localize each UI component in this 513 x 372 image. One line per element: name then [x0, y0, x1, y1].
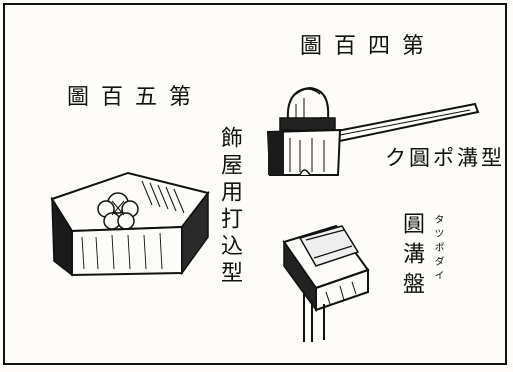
decorative-stamp-label: 飾屋用打込型	[217, 126, 242, 288]
decorative-stamp-illustration	[50, 171, 210, 277]
groove-punch-hammer-illustration	[266, 86, 480, 176]
figure-500-caption: 第五百圖	[67, 85, 204, 110]
groove-block-label: 圓溝盤	[399, 212, 424, 302]
figure-400-caption: 第四百圖	[300, 34, 437, 59]
groove-punch-label: 型溝ポ圓ク	[385, 146, 505, 170]
groove-block-ruby: タツポダイ	[432, 214, 443, 284]
groove-block-illustration	[282, 224, 370, 342]
plate-border	[3, 3, 507, 365]
